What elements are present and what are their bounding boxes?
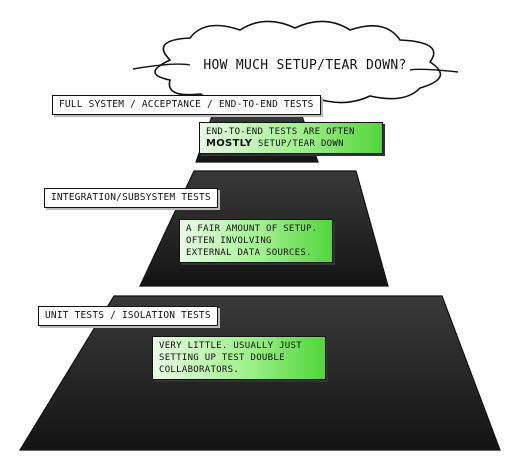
note-line: Mostly setup/tear down bbox=[206, 138, 376, 150]
tier-label-integration: Integration/subsystem tests bbox=[44, 188, 218, 208]
note-line: End-to-end tests are often bbox=[206, 127, 355, 137]
tier-note-acceptance: End-to-end tests are often Mostly setup/… bbox=[199, 122, 383, 154]
tier-label-acceptance: Full system / acceptance / end-to-end te… bbox=[52, 95, 321, 115]
note-rest: setup/tear down bbox=[252, 139, 344, 149]
tier-note-integration: A fair amount of setup. Often involving … bbox=[179, 219, 333, 263]
note-line: Very little. Usually just bbox=[159, 341, 302, 351]
cloud-question: How much setup/tear down? bbox=[203, 58, 407, 73]
tier-label-unit: Unit tests / isolation tests bbox=[38, 306, 218, 326]
note-line: collaborators. bbox=[159, 365, 240, 375]
tier-note-unit: Very little. Usually just setting up tes… bbox=[152, 336, 326, 380]
note-line: external data sources. bbox=[186, 248, 312, 258]
note-line: setting up test double bbox=[159, 353, 285, 363]
note-line: A fair amount of setup. bbox=[186, 224, 318, 234]
note-line: Often involving bbox=[186, 236, 272, 246]
emphasis-text: Mostly bbox=[206, 138, 253, 149]
